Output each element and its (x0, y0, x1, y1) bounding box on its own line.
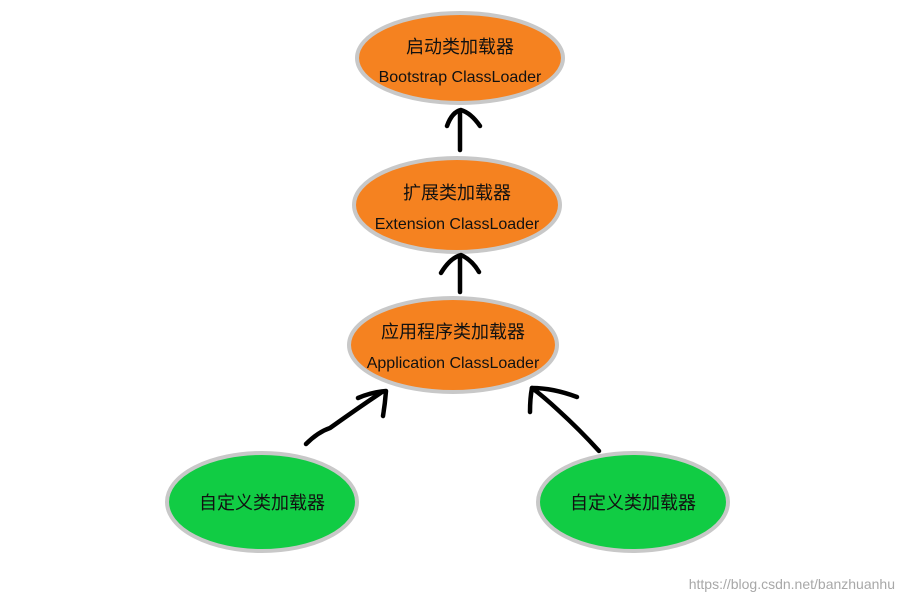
arrow-custom-left-to-application-shaft (303, 389, 385, 447)
arrow-custom-left-to-application (303, 388, 389, 447)
node-application-label-en: Application ClassLoader (367, 355, 540, 372)
node-extension-shape (352, 156, 562, 254)
arrow-custom-right-to-application-shaft (529, 385, 602, 454)
node-bootstrap-shape (355, 11, 565, 105)
node-bootstrap-label-cn: 启动类加载器 (406, 37, 514, 58)
arrow-custom-right-to-application-head (527, 385, 580, 415)
node-custom-right-label: 自定义类加载器 (570, 493, 696, 514)
arrow-custom-right-to-application (527, 385, 602, 454)
watermark-url: https://blog.csdn.net/banzhuanhu (689, 576, 895, 592)
node-application-shape (347, 296, 559, 394)
node-extension-label-en: Extension ClassLoader (375, 216, 540, 233)
node-extension-classloader: 扩展类加载器 Extension ClassLoader (352, 156, 562, 254)
arrow-extension-to-bootstrap-head (444, 107, 483, 129)
node-bootstrap-label-en: Bootstrap ClassLoader (379, 69, 542, 86)
node-custom-classloader-right: 自定义类加载器 (536, 451, 730, 553)
node-custom-left-label: 自定义类加载器 (199, 493, 325, 514)
node-application-label-cn: 应用程序类加载器 (381, 322, 525, 343)
node-extension-label-cn: 扩展类加载器 (403, 183, 511, 204)
arrow-custom-left-to-application-head (355, 388, 389, 419)
arrow-extension-to-bootstrap (444, 107, 483, 153)
arrow-application-to-extension (438, 252, 482, 295)
node-application-classloader: 应用程序类加载器 Application ClassLoader (347, 296, 559, 394)
node-bootstrap-classloader: 启动类加载器 Bootstrap ClassLoader (355, 11, 565, 105)
node-custom-left-shape (165, 451, 359, 553)
node-custom-right-shape (536, 451, 730, 553)
arrow-application-to-extension-head (438, 252, 482, 276)
node-custom-classloader-left: 自定义类加载器 (165, 451, 359, 553)
